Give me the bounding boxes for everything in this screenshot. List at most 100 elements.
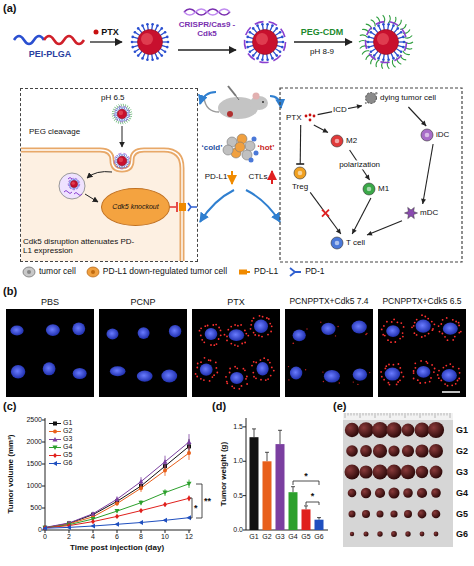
- drug-signal: [259, 315, 261, 317]
- arrowhead: [352, 228, 357, 234]
- excised-tumor: [418, 510, 427, 519]
- plasmid-strand: [115, 108, 117, 111]
- drug-signal: [236, 367, 238, 369]
- plga-core: [138, 30, 163, 55]
- peg-chain: [126, 120, 128, 123]
- arrowhead: [421, 199, 426, 204]
- pei-spike: [271, 57, 274, 60]
- node-text: M1: [378, 184, 389, 193]
- pei-spike: [276, 27, 279, 30]
- data-marker: [139, 501, 144, 506]
- data-bar: [276, 444, 285, 530]
- plasmid-strand: [269, 22, 277, 26]
- significance-mark: *: [311, 491, 315, 501]
- drug-signal: [251, 320, 253, 322]
- cell-membrane: [21, 150, 182, 261]
- fluorescence-image: [6, 309, 94, 397]
- drug-signal: [230, 326, 232, 328]
- pei-spike: [127, 109, 129, 111]
- group-label: G1: [456, 425, 468, 435]
- pei-spike: [246, 41, 249, 44]
- uptake-arrow: [85, 194, 98, 202]
- tumor-state-label: ‘hot’: [258, 143, 275, 152]
- excised-tumor: [350, 532, 354, 536]
- pei-spike: [279, 31, 282, 34]
- plasmid-strand: [69, 187, 71, 189]
- drug-signal: [244, 342, 246, 344]
- legend-item: G5: [49, 451, 72, 459]
- drug-signal: [413, 370, 415, 372]
- axis-tick: 0.0: [233, 526, 243, 534]
- drug-signal: [439, 331, 441, 333]
- cell-nucleus: [138, 327, 150, 339]
- ruler-tick: [417, 413, 418, 416]
- drug-signal: [226, 340, 228, 342]
- excised-tumor: [416, 466, 428, 478]
- drug-signal: [204, 357, 206, 359]
- drug-signal: [200, 361, 202, 363]
- legend-sample: [86, 266, 100, 278]
- pei-spike: [370, 31, 373, 34]
- endosome: [59, 173, 85, 199]
- drug-signal: [201, 339, 203, 341]
- peg-chain: [362, 51, 369, 55]
- cell-nucleus: [11, 365, 25, 378]
- pei-spike: [141, 24, 144, 27]
- ruler-tick: [399, 413, 400, 416]
- drug-signal: [454, 336, 456, 338]
- pei-spike: [256, 57, 259, 60]
- data-bar: [289, 492, 298, 530]
- drug-signal: [241, 385, 243, 387]
- cell-nucleus: [27, 270, 31, 274]
- legend-text: PD-L1 down-regulated tumor cell: [103, 267, 227, 277]
- plasmid-strand: [281, 29, 285, 37]
- cell-node: iDC: [420, 128, 449, 142]
- image-frame: [192, 309, 280, 397]
- pei-spike: [127, 156, 129, 158]
- legend-text: G6: [63, 459, 72, 467]
- drug-signal: [258, 335, 260, 337]
- ruler-tick: [414, 413, 415, 416]
- axis-tick: 1000: [26, 482, 42, 490]
- node-text: dying tumor cell: [380, 93, 436, 102]
- ruler-tick: [378, 413, 379, 416]
- axis-tick: 0.5: [233, 492, 243, 500]
- drug-signal: [253, 361, 255, 363]
- legend-text: tumor cell: [39, 267, 76, 277]
- plga-core: [256, 33, 268, 45]
- excised-tumor: [401, 465, 416, 480]
- pei-spike: [246, 46, 249, 49]
- photo-background: [343, 413, 453, 547]
- drug-signal: [245, 333, 247, 335]
- pei-spike: [117, 108, 119, 110]
- connector: [367, 221, 402, 236]
- node-text: Treg: [292, 182, 308, 191]
- data-marker: [139, 520, 144, 525]
- pei-spike: [118, 166, 120, 168]
- nanoparticle: [114, 153, 130, 169]
- ruler-tick: [405, 413, 406, 418]
- node-text: PTX: [286, 113, 302, 122]
- pei-spike: [282, 41, 285, 44]
- ruler-tick: [384, 413, 385, 416]
- data-marker: [139, 486, 143, 490]
- data-marker: [115, 509, 120, 513]
- connector: [296, 125, 304, 164]
- data-marker: [91, 519, 95, 524]
- ruler-tick: [438, 413, 439, 416]
- axis-tickmark: [165, 530, 166, 533]
- flow-arrow: [270, 96, 281, 108]
- drug-signal: [460, 331, 462, 333]
- drug-signal: [444, 336, 446, 338]
- drug-signal: [447, 385, 449, 387]
- decrease-arrow: [231, 171, 233, 184]
- drug-signal: [458, 332, 460, 334]
- excised-tumor: [404, 510, 412, 518]
- drug-signal: [255, 362, 257, 364]
- drug-signal: [273, 370, 275, 372]
- error-bar: [304, 505, 308, 506]
- connector-line: [423, 144, 433, 204]
- data-marker: [115, 522, 120, 527]
- pei-spike: [392, 57, 395, 60]
- drug-signal: [391, 321, 393, 323]
